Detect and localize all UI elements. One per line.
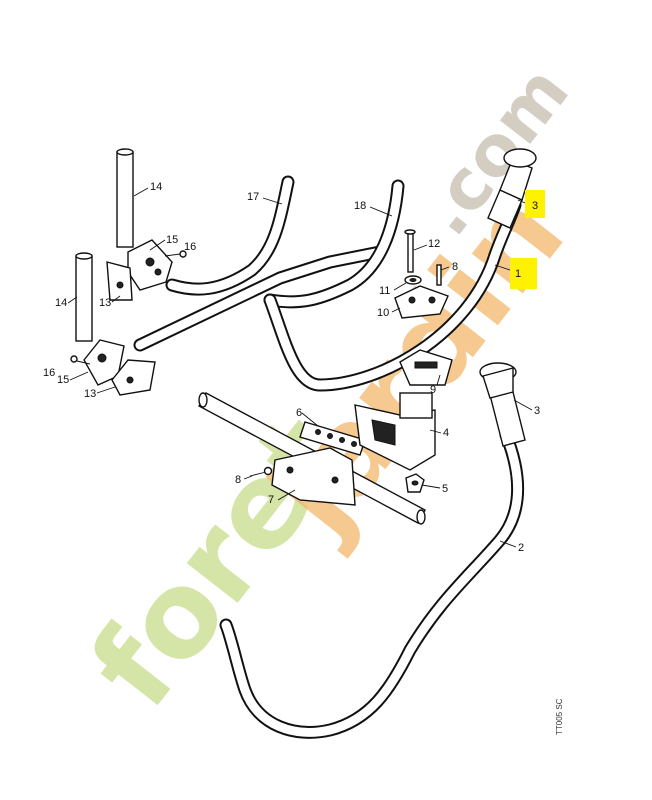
clamp-9: [399, 349, 453, 386]
callout-3-upper: 3: [532, 200, 538, 212]
callout-18: 18: [354, 200, 366, 212]
highlight-callout-1: [510, 258, 537, 289]
callout-12: 12: [428, 238, 440, 250]
callout-1: 1: [515, 268, 521, 280]
callout-9: 9: [430, 384, 436, 396]
tube-14-lower: [75, 252, 93, 342]
screw-16-upper: [164, 250, 187, 258]
callout-14-lower: 14: [55, 297, 67, 309]
callout-14-upper: 14: [150, 181, 162, 193]
grip-3-lower: [479, 362, 526, 447]
screw-16-lower: [70, 355, 91, 365]
clamp-15-lower: [83, 339, 125, 386]
callout-4: 4: [443, 427, 449, 439]
nut-5: [405, 473, 425, 493]
callout-17: 17: [247, 191, 259, 203]
grip-3-upper: [487, 148, 537, 229]
callout-13-lower: 13: [84, 388, 96, 400]
handlebar-2: [219, 428, 525, 739]
callout-15-lower: 15: [57, 374, 69, 386]
callout-16-lower: 16: [43, 367, 55, 379]
screw-8-upper: [436, 264, 442, 286]
callout-11: 11: [379, 285, 390, 297]
highlight-callout-3: [525, 190, 545, 218]
callout-16-upper: 16: [184, 241, 196, 253]
clamp-13-lower: [111, 359, 156, 396]
clamp-13-upper: [106, 261, 133, 301]
callout-13-upper: 13: [99, 297, 111, 309]
callout-3-lower: 3: [534, 405, 540, 417]
callout-2: 2: [518, 542, 524, 554]
crossbar-tube: [133, 245, 387, 352]
handlebar-17: [165, 175, 295, 296]
tube-14-upper: [116, 148, 134, 248]
plate-7: [271, 447, 356, 506]
screw-8-lower: [249, 466, 273, 477]
bolt-12: [404, 229, 416, 273]
callout-labels: 14 15 16 13 14 16 15 13 17 18 12 8 11 10…: [43, 181, 540, 554]
drawing-code: TT005 SC: [555, 698, 564, 735]
callout-8-lower: 8: [235, 474, 241, 486]
callout-10: 10: [377, 307, 389, 319]
callout-6: 6: [296, 407, 302, 419]
callout-15-upper: 15: [166, 234, 178, 246]
clamp-15-upper: [127, 239, 173, 291]
handlebar-18: [263, 179, 405, 309]
washer-11: [404, 275, 422, 285]
callout-8-upper: 8: [452, 261, 458, 273]
callout-7: 7: [268, 494, 274, 506]
callout-5: 5: [442, 483, 448, 495]
strap-6: [299, 421, 366, 456]
clamp-4: [354, 392, 436, 471]
mount-10: [394, 285, 449, 319]
